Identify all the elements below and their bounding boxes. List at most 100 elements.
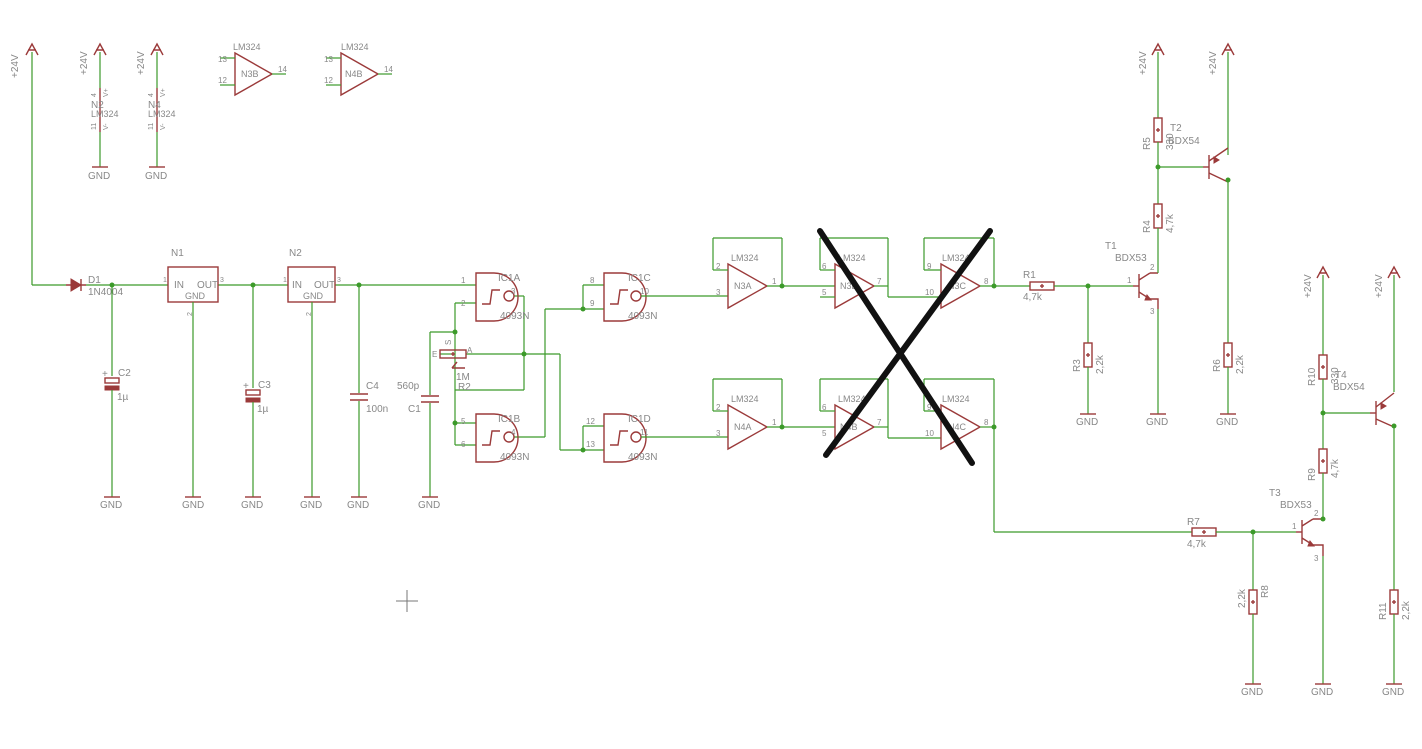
- r3-value: 2,2k: [1095, 354, 1106, 374]
- pin-label: 13: [218, 55, 227, 64]
- opamp-part: LM324: [942, 394, 970, 404]
- c1-value: 560p: [397, 381, 420, 392]
- opamp-n4a: LM324 N4A 2 3 1: [712, 378, 835, 451]
- r6-name: R6: [1212, 359, 1223, 372]
- cursor-crosshair: [396, 590, 418, 612]
- pin-label: 1: [163, 277, 167, 284]
- opamp-name: N3B: [840, 281, 858, 291]
- pin-label: 3: [1314, 554, 1319, 563]
- supply-24v-main: +24V: [10, 42, 39, 285]
- opamp-n3b: LM324 N3B 6 5 7: [819, 237, 941, 310]
- resistor-r11: R11 2,2k GND: [1378, 589, 1412, 698]
- gate-ic1c: IC1C 4093N 8 9 10: [590, 272, 728, 322]
- opamp-name: N3B: [241, 69, 259, 79]
- unit-part: LM324: [148, 109, 176, 119]
- pin-label: 14: [278, 65, 287, 74]
- c4-name: C4: [366, 381, 379, 392]
- r3-name: R3: [1072, 359, 1083, 372]
- r1-value: 4,7k: [1023, 292, 1043, 303]
- pin-label: 9: [590, 299, 595, 308]
- pin-label: 4: [148, 93, 155, 97]
- pin-label: 2: [187, 312, 194, 316]
- opamp-part: LM324: [838, 394, 866, 404]
- reg-name: N1: [171, 248, 184, 259]
- gnd-label: GND: [1382, 687, 1404, 698]
- supply-label: +24V: [79, 51, 90, 75]
- unit-name: N4: [148, 100, 161, 111]
- gnd-label: GND: [241, 500, 263, 511]
- pin-label: 2: [716, 403, 721, 412]
- pin-label: 12: [218, 76, 227, 85]
- diode-d1: D1 1N4004: [66, 275, 123, 298]
- pin-label: 1: [772, 418, 777, 427]
- r7-name: R7: [1187, 517, 1200, 528]
- r2-value: 1M: [456, 372, 470, 383]
- transistor-t4: T4 BDX54: [1323, 370, 1397, 590]
- supply-24v-t2: +24V: [1138, 42, 1165, 118]
- opamp-power-unit-n2: +24V 4 V+ N2 LM324 11 V- GND: [79, 42, 119, 182]
- pin-label: 12: [586, 417, 595, 426]
- gate-ic1d: IC1D 4093N 12 13 11: [586, 413, 728, 463]
- unit-name: N2: [91, 100, 104, 111]
- reg-gnd: GND: [185, 291, 206, 301]
- c4-value: 100n: [366, 404, 388, 415]
- reg-out: OUT: [314, 280, 335, 291]
- t3-name: T3: [1269, 488, 1281, 499]
- r4-value: 4,7k: [1165, 213, 1176, 233]
- reg-out: OUT: [197, 280, 218, 291]
- gnd-label: GND: [88, 171, 110, 182]
- gate-name: IC1C: [628, 273, 651, 284]
- regulator-n1: N1 IN OUT GND 1 3 2 GND: [163, 248, 224, 511]
- gnd-label: GND: [145, 171, 167, 182]
- resistor-r9: R9 4,7k: [1307, 448, 1341, 519]
- pin-label: 11: [640, 428, 649, 437]
- supply-label: +24V: [1303, 274, 1314, 298]
- gnd-label: GND: [1076, 417, 1098, 428]
- pin-label: 2: [461, 299, 466, 308]
- pin-label: 3: [511, 287, 516, 296]
- reg-in: IN: [292, 280, 302, 291]
- pin-label: 9: [927, 403, 932, 412]
- cap-c1: 560p C1 GND: [397, 332, 440, 511]
- pin-label: 10: [925, 288, 934, 297]
- r8-name: R8: [1260, 585, 1271, 598]
- t2-value: BDX54: [1168, 136, 1200, 147]
- pin-label: 10: [640, 287, 649, 296]
- regulator-n2: N2 IN OUT GND 1 3 2 GND: [283, 248, 341, 511]
- pin-label: 1: [1127, 276, 1132, 285]
- unit-part: LM324: [91, 109, 119, 119]
- resistor-r4: R4 4,7k: [1142, 203, 1176, 273]
- r1-name: R1: [1023, 270, 1036, 281]
- d1-name: D1: [88, 275, 101, 286]
- pin-label: 2: [1150, 263, 1155, 272]
- pin-label: 7: [877, 418, 882, 427]
- reg-name: N2: [289, 248, 302, 259]
- supply-24v-t2e: +24V: [1208, 42, 1235, 155]
- wires-oscillator: [430, 284, 604, 453]
- cap-c4: C4 100n GND: [347, 285, 388, 511]
- pin-label: V+: [160, 88, 167, 97]
- r9-name: R9: [1307, 468, 1318, 481]
- pin-label: 3: [1150, 307, 1155, 316]
- r10-value: 330: [1330, 367, 1341, 384]
- r11-name: R11: [1378, 602, 1389, 620]
- gnd-label: GND: [300, 500, 322, 511]
- gate-part: 4093N: [628, 311, 657, 322]
- t2-name: T2: [1170, 123, 1182, 134]
- gate-name: IC1D: [628, 414, 651, 425]
- supply-24v-t4: +24V: [1303, 265, 1330, 355]
- c2-name: C2: [118, 368, 131, 379]
- gnd-label: GND: [1311, 687, 1333, 698]
- supply-label: +24V: [10, 54, 21, 78]
- t4-value: BDX54: [1333, 382, 1365, 393]
- r11-value: 2,2k: [1401, 600, 1412, 620]
- polarity: +: [102, 369, 108, 380]
- r4-name: R4: [1142, 220, 1153, 233]
- resistor-r8: 2,2k R8 GND: [1237, 532, 1271, 698]
- r8-value: 2,2k: [1237, 588, 1248, 608]
- pin-label: 9: [927, 262, 932, 271]
- pin-label: 3: [337, 277, 341, 284]
- gnd-label: GND: [100, 500, 122, 511]
- pin-label: 4: [511, 428, 516, 437]
